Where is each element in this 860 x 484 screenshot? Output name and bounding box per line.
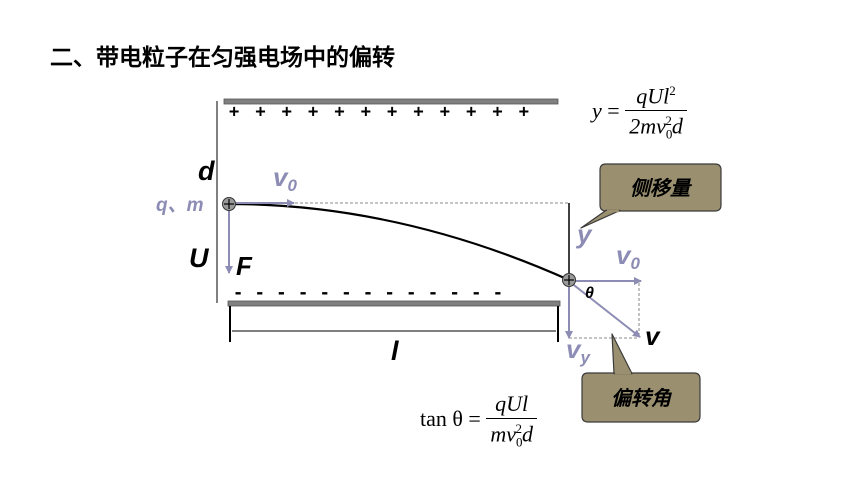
label-v: v bbox=[645, 321, 661, 351]
callout-deflection-angle-text: 偏转角 bbox=[611, 386, 673, 410]
particle-exit bbox=[562, 273, 576, 287]
v-arrow bbox=[569, 281, 641, 338]
label-v0-start: v0 bbox=[273, 162, 297, 195]
particle-start bbox=[222, 197, 236, 211]
label-charge-mass: q、m bbox=[156, 195, 204, 216]
label-d: d bbox=[198, 156, 215, 186]
label-theta: θ bbox=[585, 285, 594, 302]
top-plate bbox=[223, 98, 559, 105]
bottom-plate bbox=[227, 300, 561, 307]
formula-deflection-angle: tan θ = qUl mv02d bbox=[420, 391, 537, 451]
callout-deflection-angle: 偏转角 bbox=[581, 333, 701, 423]
label-U: U bbox=[189, 243, 210, 273]
slide-title: 二、带电粒子在匀强电场中的偏转 bbox=[50, 45, 395, 71]
label-vy: vy bbox=[566, 334, 591, 367]
callout-displacement: 侧移量 bbox=[580, 163, 722, 229]
label-y: y bbox=[575, 219, 593, 249]
callout-displacement-text: 侧移量 bbox=[630, 176, 693, 200]
label-force: F bbox=[236, 251, 253, 281]
formula-displacement: y = qUl2 2mv02d bbox=[592, 83, 687, 143]
top-plate-signs: + + + + + + + + + + + + bbox=[229, 102, 529, 122]
label-l: l bbox=[391, 336, 399, 366]
trajectory-curve bbox=[228, 202, 570, 282]
bottom-plate-signs: - - - - - - - - - - - - - bbox=[233, 283, 503, 303]
label-v0-end: v0 bbox=[616, 240, 640, 273]
